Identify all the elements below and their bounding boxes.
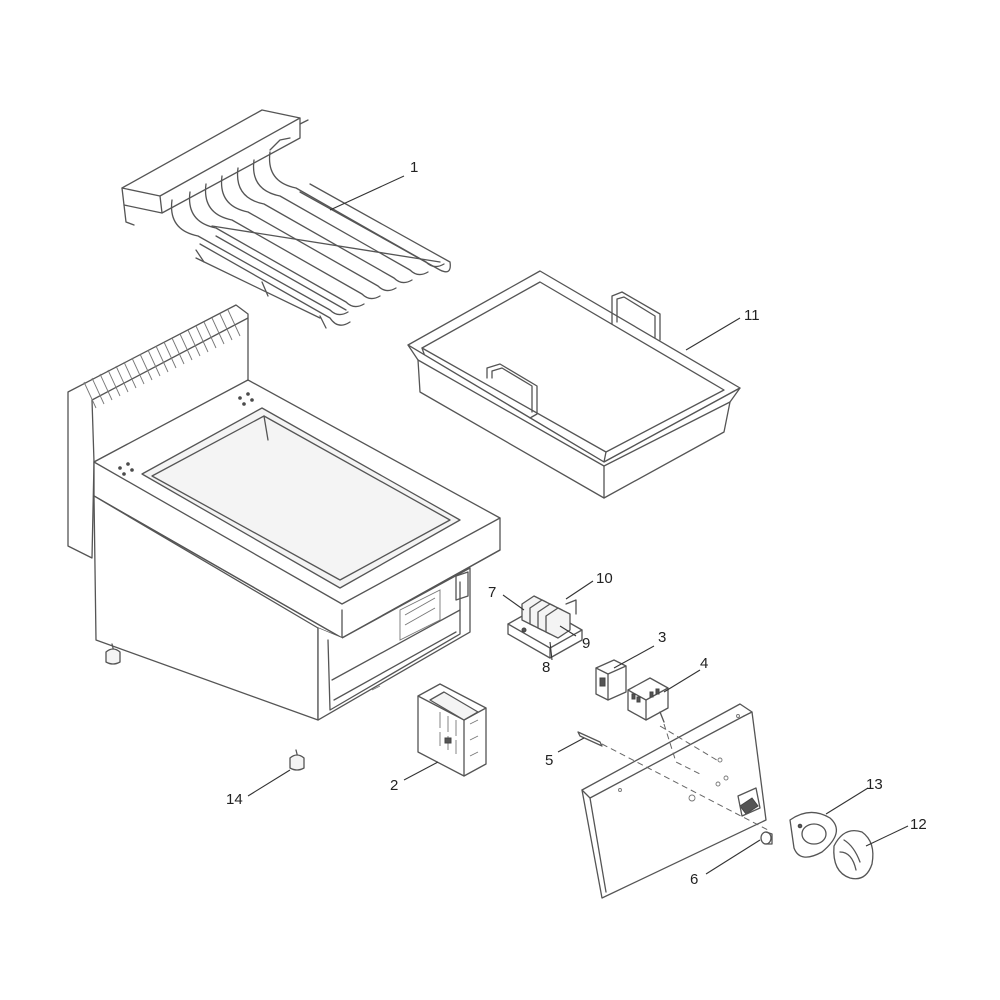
foot-left [105, 643, 121, 665]
control-panel [581, 703, 767, 899]
callout-1: 1 [410, 159, 418, 176]
callout-labels: 1 11 10 7 9 8 3 4 5 2 13 12 6 14 [226, 159, 927, 888]
callout-9: 9 [582, 635, 590, 652]
heating-element [121, 109, 451, 329]
callout-11: 11 [744, 307, 760, 324]
knob-ring [789, 811, 838, 858]
leader-lines [247, 175, 909, 875]
foot-front [289, 749, 305, 771]
callout-2: 2 [390, 777, 398, 794]
callout-12: 12 [910, 816, 927, 833]
switch [595, 659, 627, 701]
callout-8: 8 [542, 659, 550, 676]
thermostat [627, 677, 669, 723]
knob [833, 829, 874, 880]
callout-10: 10 [596, 570, 613, 587]
callout-13: 13 [866, 776, 883, 793]
callout-4: 4 [700, 655, 708, 672]
callout-3: 3 [658, 629, 666, 646]
callout-6: 6 [690, 871, 698, 888]
bushing [760, 831, 773, 845]
callout-14: 14 [226, 791, 243, 808]
assembly-lines [601, 723, 769, 831]
pin [577, 731, 603, 747]
callout-5: 5 [545, 752, 553, 769]
callout-7: 7 [488, 584, 496, 601]
fryer-body [67, 304, 501, 721]
contactor [417, 683, 487, 777]
terminal-block [507, 595, 583, 659]
basket [407, 270, 741, 499]
